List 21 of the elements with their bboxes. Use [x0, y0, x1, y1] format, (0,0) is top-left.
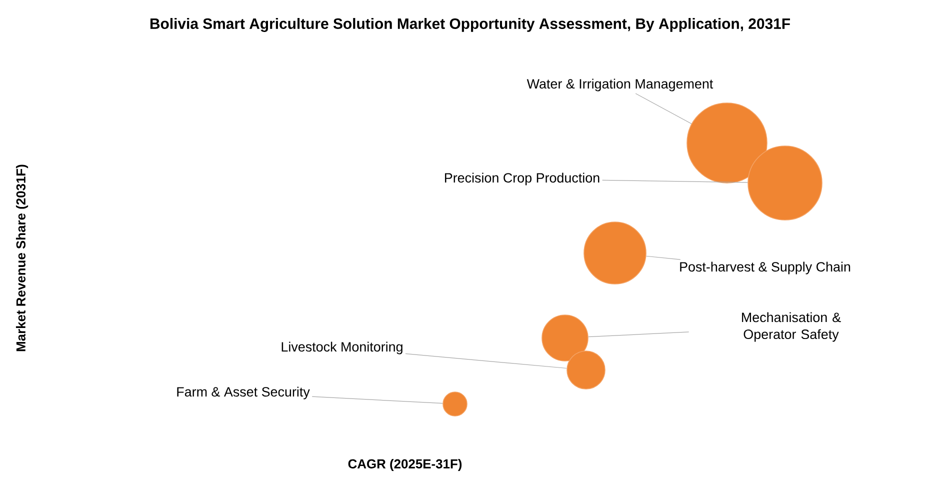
leader-line: [602, 180, 748, 183]
leader-line: [646, 256, 681, 260]
bubble: [442, 392, 468, 416]
bubble: [584, 222, 646, 284]
bubble: [542, 314, 588, 362]
leader-line: [588, 332, 690, 338]
bubble: [686, 102, 768, 184]
axis-title: CAGR (2025E-31F): [348, 458, 462, 472]
bubble: [748, 146, 822, 220]
bubble-label: Water & Irrigation Management: [526, 78, 714, 92]
chart-title: Bolivia Smart Agriculture Solution Market Opportunity Assessment, By Application, 2031F: [150, 18, 790, 32]
bubble-label: Mechanisation & Operator Safety: [742, 312, 841, 342]
leader-line: [635, 93, 692, 124]
axis-title: Market Revenue Share (2031F): [16, 164, 28, 352]
bubble-label: Precision Crop Production: [445, 172, 600, 186]
leader-line: [405, 353, 567, 369]
leader-line: [312, 396, 443, 404]
bubble-label: Post-harvest & Supply Chain: [680, 262, 850, 274]
bubble: [566, 350, 606, 390]
bubble-label: Livestock Monitoring: [282, 342, 402, 354]
bubble-label: Farm & Asset Security: [177, 386, 310, 400]
